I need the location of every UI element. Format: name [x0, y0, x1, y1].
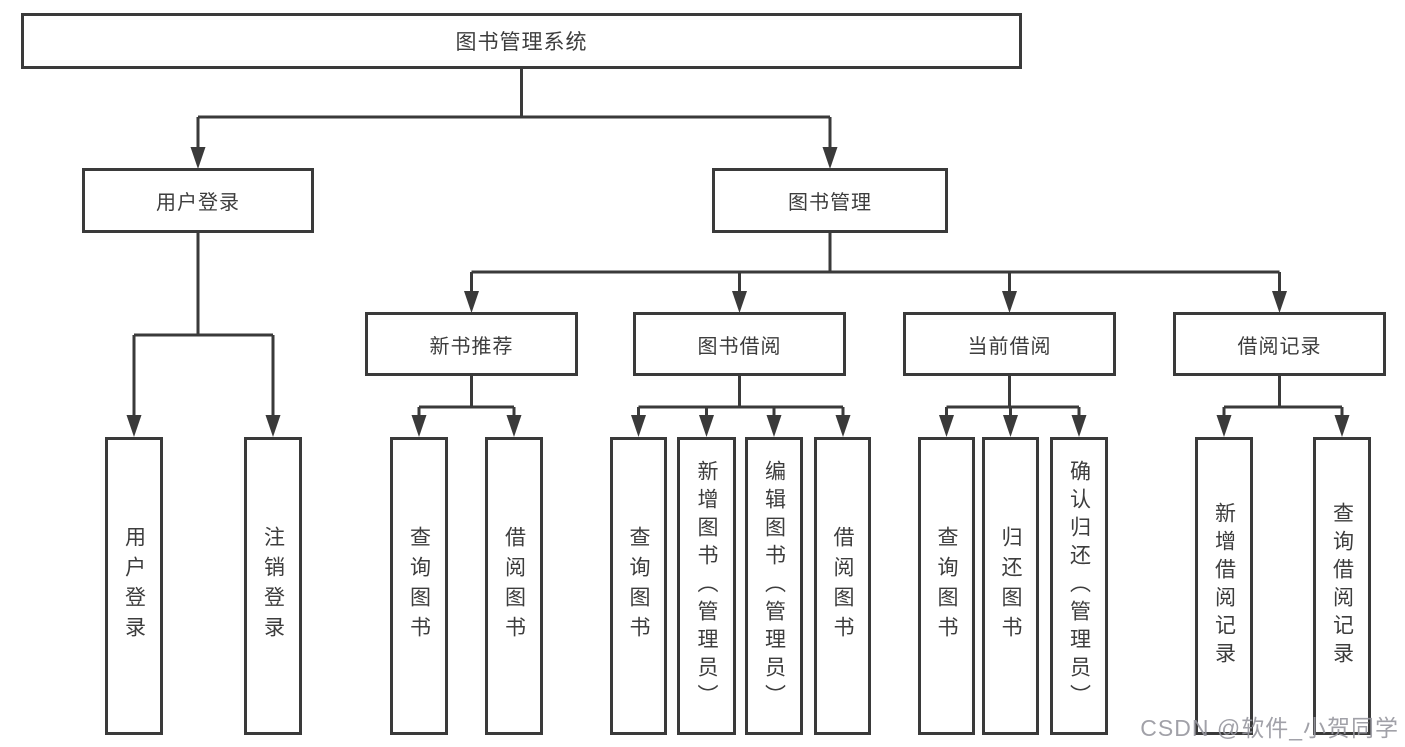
leaf-borrow-book-label: 借阅图书 [831, 526, 854, 646]
leaf-query-book-borrowing: 查询图书 [610, 437, 667, 735]
leaf-borrow-book-recommend: 借阅图书 [485, 437, 543, 735]
leaf-add-book-admin: 新增图书（管理员） [677, 437, 736, 735]
leaf-confirm-return-admin: 确认归还（管理员） [1050, 437, 1108, 735]
node-new-book-recommend: 新书推荐 [365, 312, 578, 376]
leaf-query-book-recommend: 查询图书 [390, 437, 448, 735]
leaf-borrow-book-recommend-label: 借阅图书 [502, 526, 526, 646]
node-root-label: 图书管理系统 [455, 31, 588, 54]
leaf-add-borrow-record: 新增借阅记录 [1195, 437, 1253, 735]
leaf-user-login: 用户登录 [105, 437, 163, 735]
leaf-logout-label: 注销登录 [261, 526, 285, 646]
leaf-edit-book-admin-label: 编辑图书（管理员） [762, 460, 786, 712]
leaf-add-borrow-record-label: 新增借阅记录 [1212, 502, 1236, 670]
node-book-borrowing-label: 图书借阅 [697, 335, 782, 358]
node-borrowing-records-label: 借阅记录 [1237, 335, 1322, 358]
node-current-borrowing: 当前借阅 [903, 312, 1116, 376]
node-book-borrowing: 图书借阅 [633, 312, 846, 376]
leaf-return-book-label: 归还图书 [999, 526, 1022, 646]
leaf-query-book-current-label: 查询图书 [935, 526, 958, 646]
leaf-edit-book-admin: 编辑图书（管理员） [745, 437, 803, 735]
node-user-login: 用户登录 [82, 168, 314, 233]
node-current-borrowing-label: 当前借阅 [967, 335, 1052, 358]
leaf-query-book-borrowing-label: 查询图书 [627, 526, 650, 646]
leaf-return-book: 归还图书 [982, 437, 1039, 735]
leaf-query-borrow-record-label: 查询借阅记录 [1330, 502, 1354, 670]
csdn-watermark: CSDN @软件_小贺同学 [1140, 715, 1399, 741]
leaf-query-book-recommend-label: 查询图书 [407, 526, 431, 646]
node-book-management-label: 图书管理 [788, 192, 872, 214]
node-borrowing-records: 借阅记录 [1173, 312, 1386, 376]
leaf-borrow-book: 借阅图书 [814, 437, 871, 735]
leaf-query-book-current: 查询图书 [918, 437, 975, 735]
leaf-confirm-return-admin-label: 确认归还（管理员） [1067, 460, 1091, 712]
node-book-management: 图书管理 [712, 168, 948, 233]
node-new-book-recommend-label: 新书推荐 [429, 335, 514, 358]
leaf-logout: 注销登录 [244, 437, 302, 735]
leaf-add-book-admin-label: 新增图书（管理员） [695, 460, 718, 712]
node-user-login-label: 用户登录 [156, 192, 240, 214]
leaf-user-login-label: 用户登录 [122, 526, 146, 646]
leaf-query-borrow-record: 查询借阅记录 [1313, 437, 1371, 735]
node-root-system: 图书管理系统 [21, 13, 1022, 69]
